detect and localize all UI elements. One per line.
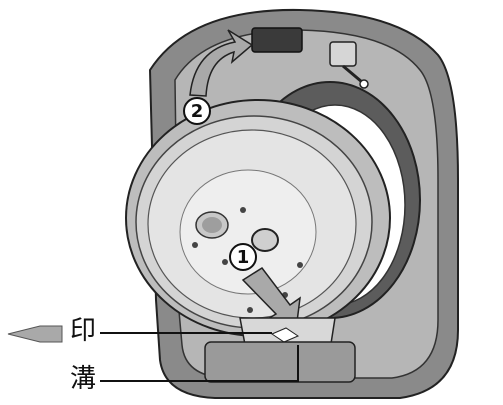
lid-tab-mark <box>270 327 300 343</box>
groove-label: 溝 <box>70 364 97 394</box>
hinge-pin-head <box>359 79 369 89</box>
hinge-pin <box>342 64 363 84</box>
lift-arrow-icon <box>189 29 254 97</box>
step-1-number: 1 <box>237 247 250 268</box>
step-1-badge <box>229 243 257 271</box>
groove-leader-line <box>100 345 299 382</box>
step-2-number: 2 <box>191 101 204 122</box>
steam-vent-inner <box>202 217 222 233</box>
mark-label: 印 <box>70 316 97 346</box>
pull-down-arrow-icon <box>241 266 301 332</box>
hinge-block <box>251 27 303 53</box>
inner-lid-center <box>179 169 317 295</box>
hinge-latch <box>329 41 357 67</box>
mark-arrow-icon <box>7 325 63 343</box>
center-knob-icon <box>251 228 279 252</box>
front-handle-slot <box>204 341 356 383</box>
step-2-badge <box>183 97 211 125</box>
